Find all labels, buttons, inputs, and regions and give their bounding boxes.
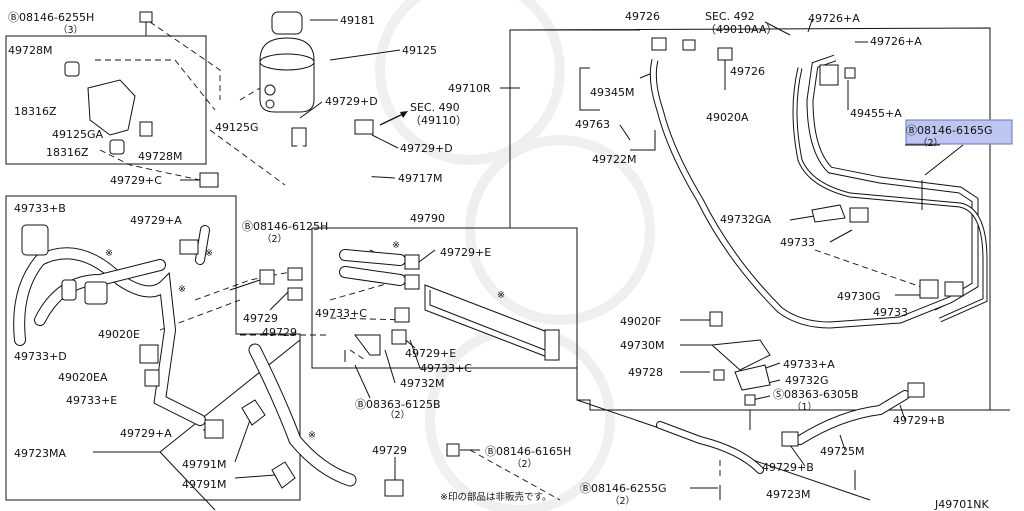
label-49020E: 49020E (98, 328, 140, 341)
label-qty-2-d: （2） (918, 137, 943, 149)
label-49729B-left: 49729+B (762, 461, 814, 474)
label-49726-top: 49726 (625, 10, 660, 23)
bracket-subassembly-box (5, 35, 207, 165)
label-49733E: 49733+E (66, 394, 117, 407)
pressure-fitting (651, 37, 667, 51)
pressure-lines-right (384, 37, 988, 500)
not-sold-markers: ※ ※ ※ ※ ※ ※ (105, 240, 505, 441)
label-49733B: 49733+B (14, 202, 66, 215)
label-49455A: 49455+A (850, 107, 902, 120)
oil-cooler (259, 249, 560, 362)
label-08146-6255H: Ⓑ08146-6255H (8, 11, 94, 24)
label-49729-b: 49729 (262, 326, 297, 339)
label-49725M: 49725M (820, 445, 864, 458)
right-frame (509, 27, 991, 411)
label-49729B-right: 49729+B (893, 414, 945, 427)
reservoir-clamp (291, 127, 307, 147)
label-49733-a: 49733 (780, 236, 815, 249)
label-49729D-top: 49729+D (325, 95, 378, 108)
label-49125G: 49125G (215, 121, 259, 134)
label-qty-2-a: （2） (262, 233, 287, 245)
label-49791M-a: 49791M (182, 458, 226, 471)
label-49010AA: （49010AA） (705, 23, 777, 36)
label-49728M-bottom: 49728M (138, 150, 182, 163)
label-49728: 49728 (628, 366, 663, 379)
not-sold-mark: ※ (497, 290, 505, 301)
label-08146-6125H: Ⓑ08146-6125H (242, 220, 328, 233)
label-49729C: 49729+C (110, 174, 162, 187)
label-49710R: 49710R (448, 82, 491, 95)
label-49791M-b: 49791M (182, 478, 226, 491)
label-49732M: 49732M (400, 377, 444, 390)
highlighted-part-marker (905, 119, 1013, 145)
label-49733C-a: 49733+C (315, 307, 367, 320)
label-08363-6125B: Ⓑ08363-6125B (355, 398, 441, 411)
label-49729A-bottom: 49729+A (120, 427, 172, 440)
label-49729E-bottom: 49729+E (405, 347, 456, 360)
not-sold-mark: ※ (205, 248, 213, 259)
reservoir-assembly (199, 11, 408, 194)
callout-labels: Ⓑ08146-6255H （3） 49728M 18316Z 49125GA 1… (8, 10, 1013, 511)
label-49733D: 49733+D (14, 350, 67, 363)
label-sec-490: SEC. 490 (410, 101, 460, 114)
label-49125GA: 49125GA (52, 128, 104, 141)
label-sec-492: SEC. 492 (705, 10, 755, 23)
label-49723M: 49723M (766, 488, 810, 501)
hose-clamp-d (354, 119, 374, 135)
label-49729-c: 49729 (372, 444, 407, 457)
label-49729-a: 49729 (243, 312, 278, 325)
label-49723MA: 49723MA (14, 447, 66, 460)
label-49730M: 49730M (620, 339, 664, 352)
label-49790: 49790 (410, 212, 445, 225)
label-08146-6165H: Ⓑ08146-6165H (485, 445, 571, 458)
label-49733-b: 49733 (873, 306, 908, 319)
label-49020A: 49020A (706, 111, 749, 124)
label-49763: 49763 (575, 118, 610, 131)
label-qty-1: （1） (792, 401, 817, 413)
label-49125: 49125 (402, 44, 437, 57)
label-not-sold-note: ※印の部品は非販売です。 (440, 491, 552, 503)
label-qty-2-c: （2） (512, 458, 537, 470)
label-49726A-bottom: 49726+A (870, 35, 922, 48)
label-qty-2-e: （2） (610, 495, 635, 507)
not-sold-mark: ※ (105, 248, 113, 259)
label-49020F: 49020F (620, 315, 661, 328)
label-49110: （49110） (410, 114, 467, 127)
label-08363-6305B: Ⓢ08363-6305B (773, 388, 859, 401)
label-qty-3: （3） (58, 24, 83, 36)
label-49729E-top: 49729+E (440, 246, 491, 259)
label-49717M: 49717M (398, 172, 442, 185)
label-49733C-b: 49733+C (420, 362, 472, 375)
label-49729A-top: 49729+A (130, 214, 182, 227)
label-49020EA: 49020EA (58, 371, 108, 384)
cooler-hoses-left (13, 224, 357, 489)
label-49728M-top: 49728M (8, 44, 52, 57)
not-sold-mark: ※ (178, 284, 186, 295)
label-49729D-bottom: 49729+D (400, 142, 453, 155)
label-18316Z-bottom: 18316Z (46, 146, 89, 159)
hose-clamp-c (199, 172, 219, 188)
label-49722M: 49722M (592, 153, 636, 166)
label-08146-6255G: Ⓑ08146-6255G (580, 482, 666, 495)
label-49732GA: 49732GA (720, 213, 772, 226)
cooler-hose-group-frame (5, 195, 301, 501)
label-08146-6165G: Ⓑ08146-6165G (906, 124, 992, 137)
label-49726A-top: 49726+A (808, 12, 860, 25)
label-qty-2-b: （2） (385, 409, 410, 421)
frame-lines (5, 27, 1010, 501)
label-49732G: 49732G (785, 374, 829, 387)
reservoir-cap (271, 11, 303, 35)
label-49733A: 49733+A (783, 358, 835, 371)
diagram-code: J49701NK (934, 498, 989, 511)
watermark-emblem (375, 0, 655, 511)
label-18316Z-top: 18316Z (14, 105, 57, 118)
bracket-parts (64, 11, 153, 155)
label-49181: 49181 (340, 14, 375, 27)
label-49726-mid: 49726 (730, 65, 765, 78)
not-sold-mark: ※ (308, 430, 316, 441)
not-sold-mark: ※ (392, 240, 400, 251)
label-49730G: 49730G (837, 290, 881, 303)
label-49345M: 49345M (590, 86, 634, 99)
